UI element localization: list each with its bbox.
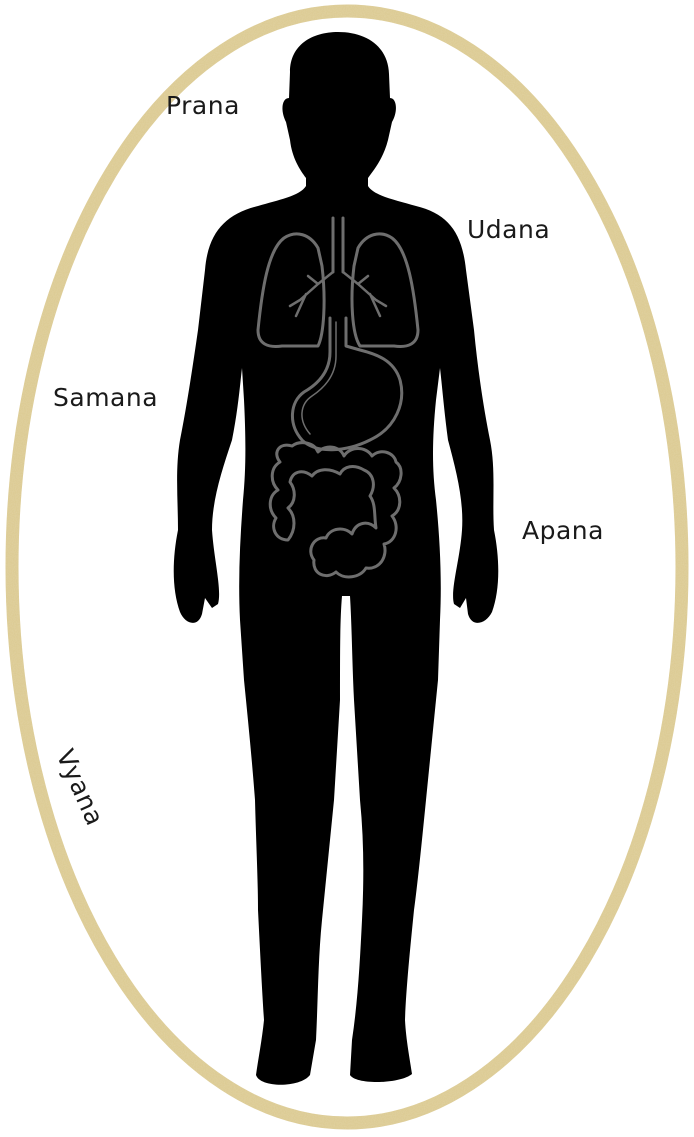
label-apana: Apana — [522, 518, 604, 543]
label-samana: Samana — [53, 385, 158, 410]
body-silhouette — [174, 32, 499, 1085]
label-prana: Prana — [166, 93, 240, 118]
label-udana: Udana — [467, 217, 550, 242]
head — [282, 32, 395, 192]
torso — [174, 186, 499, 1085]
